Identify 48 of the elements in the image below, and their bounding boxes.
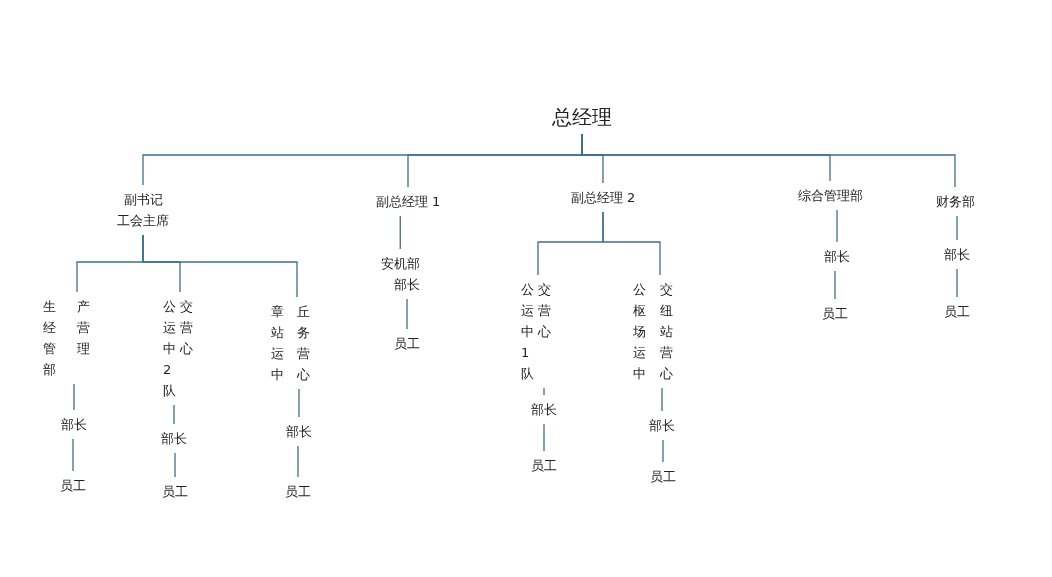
connector-line — [662, 439, 664, 463]
connector-line — [297, 445, 299, 478]
connector-line — [836, 209, 838, 243]
connector-line — [661, 387, 663, 412]
position-label: 员工 — [394, 333, 420, 354]
position-label: 部长 — [61, 414, 87, 435]
connector-line — [173, 404, 175, 425]
connector-line — [72, 438, 74, 472]
position-label: 副书记 — [122, 191, 164, 209]
connector-line — [406, 298, 408, 330]
position-label: 员工 — [162, 481, 188, 502]
connector-line — [543, 423, 545, 452]
position-label: 副总经理 1 — [375, 191, 441, 212]
connector-line — [581, 133, 956, 188]
position-label: 生产经营管理部 — [43, 296, 113, 380]
position-label: 员工 — [285, 481, 311, 502]
connector-line — [174, 452, 176, 478]
position-label: 财务部 — [935, 191, 975, 212]
position-label: 总经理 — [552, 104, 612, 130]
connector-line — [298, 388, 300, 418]
position-label: 员工 — [944, 301, 970, 322]
position-label: 工会主席 — [117, 212, 169, 230]
position-label: 员工 — [822, 303, 848, 324]
connector-line — [399, 215, 401, 250]
position-label: 部长 — [393, 276, 420, 294]
position-label: 部长 — [286, 421, 312, 442]
position-label: 副总经理 2 — [570, 187, 636, 208]
connector-line — [543, 387, 545, 396]
connector-line — [602, 211, 661, 276]
position-label: 员工 — [60, 475, 86, 496]
position-label: 部长 — [649, 415, 675, 436]
position-label: 员工 — [650, 466, 676, 487]
connector-line — [73, 383, 75, 411]
position-label: 综合管理部 — [797, 185, 863, 206]
position-label: 部长 — [161, 428, 187, 449]
position-label: 章丘站务运营中心 — [271, 301, 323, 385]
position-label: 部长 — [944, 244, 970, 265]
connector-line — [956, 215, 958, 241]
position-label: 部长 — [531, 399, 557, 420]
connector-line — [834, 270, 836, 300]
position-label: 公交运营中心2 队 — [163, 296, 199, 401]
position-label: 安机部 — [380, 255, 420, 273]
position-label: 部长 — [824, 246, 850, 267]
connector-line — [142, 234, 298, 298]
position-label: 公交枢纽场站运营中心 — [633, 279, 689, 384]
position-label: 员工 — [531, 455, 557, 476]
connector-line — [956, 268, 958, 298]
position-label: 公交运营中心1 队 — [521, 279, 557, 384]
